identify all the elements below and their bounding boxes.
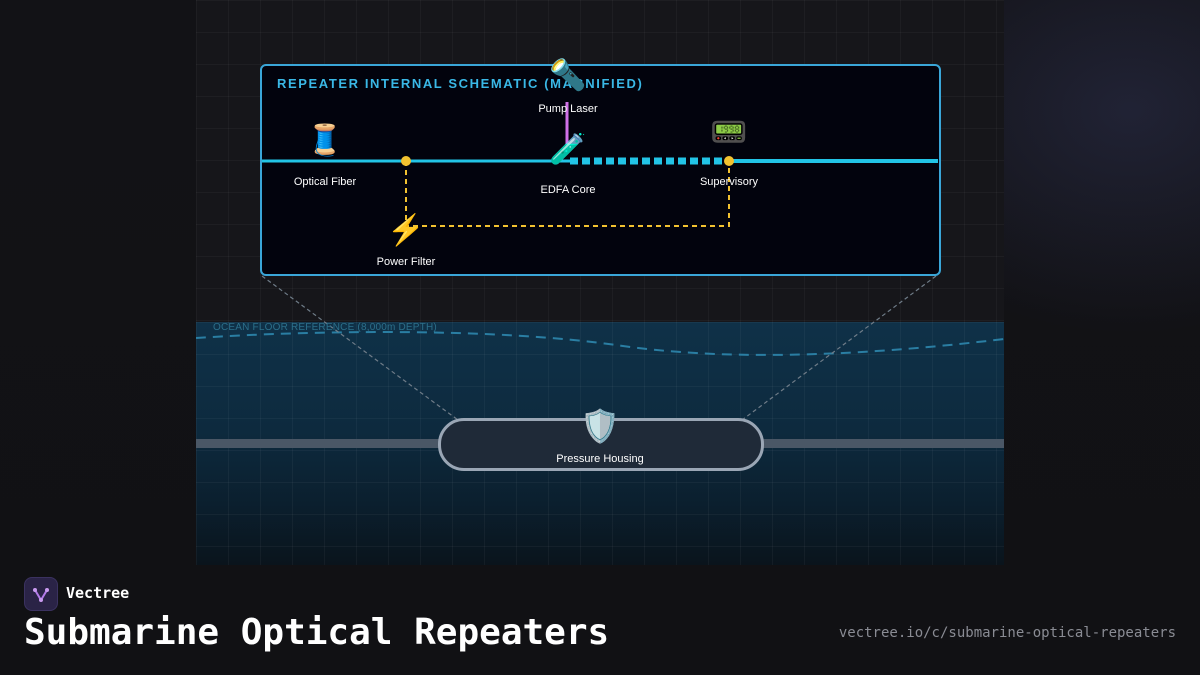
pager-icon: 📟 bbox=[710, 116, 748, 149]
thread-spool-icon: 🧵 bbox=[306, 124, 344, 157]
power-filter-label: Power Filter bbox=[376, 256, 436, 268]
page-title: Submarine Optical Repeaters bbox=[24, 612, 610, 653]
seafloor-curve bbox=[196, 331, 1004, 356]
ocean-floor-reference-label: OCEAN FLOOR REFERENCE (8,000m DEPTH) bbox=[213, 322, 437, 333]
pressure-housing-label: Pressure Housing bbox=[556, 453, 644, 465]
test-tube-icon: 🧪 bbox=[549, 133, 587, 166]
repeater-schematic-panel bbox=[260, 64, 941, 276]
page-url[interactable]: vectree.io/c/submarine-optical-repeaters bbox=[838, 625, 1176, 641]
vectree-logo[interactable] bbox=[24, 577, 58, 611]
optical-fiber-label: Optical Fiber bbox=[293, 176, 357, 188]
flashlight-icon: 🔦 bbox=[549, 59, 587, 92]
vectree-logo-icon bbox=[33, 588, 49, 602]
lightning-bolt-icon: ⚡ bbox=[387, 214, 425, 247]
schematic-title: REPEATER INTERNAL SCHEMATIC (MAGNIFIED) bbox=[277, 76, 644, 91]
pump-laser-label: Pump Laser bbox=[538, 103, 598, 115]
supervisory-label: Supervisory bbox=[699, 176, 759, 188]
shield-icon: 🛡️ bbox=[580, 408, 620, 444]
edfa-core-label: EDFA Core bbox=[540, 184, 596, 196]
pressure-housing[interactable] bbox=[438, 418, 764, 471]
cable-left bbox=[196, 439, 440, 448]
brand-name: Vectree bbox=[66, 584, 130, 602]
cable-right bbox=[758, 439, 1004, 448]
